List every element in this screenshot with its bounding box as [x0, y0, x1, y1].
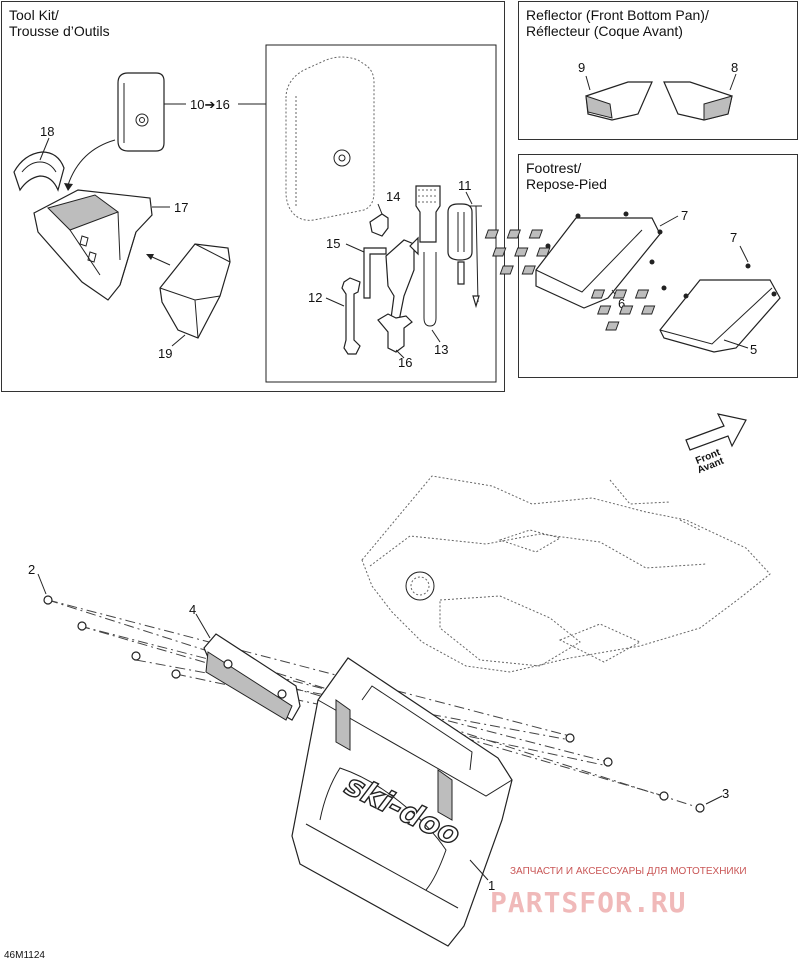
- callout-12: 12: [308, 290, 322, 305]
- tool-pouch-small: [117, 72, 165, 152]
- callout-7-lower: 7: [730, 230, 737, 245]
- bracket-part: [203, 633, 301, 721]
- callout-1: 1: [488, 878, 495, 893]
- watermark-brand: PARTSFOR.RU: [490, 886, 686, 919]
- screwdriver-part: [447, 203, 482, 309]
- callout-13: 13: [434, 342, 448, 357]
- footrest-left-part: [484, 211, 663, 309]
- multi-tool-part: [377, 313, 413, 353]
- snow-flap-part: ski-doo: [291, 657, 513, 947]
- open-wrench-part: [341, 277, 361, 355]
- fastener-washers: [565, 733, 705, 813]
- reflector-panel: Reflector (Front Bottom Pan)/ Réflecteur…: [518, 1, 798, 140]
- callout-10-16: 10➔16: [190, 97, 230, 112]
- callout-2: 2: [28, 562, 35, 577]
- callout-18: 18: [40, 124, 54, 139]
- callout-11: 11: [458, 178, 472, 193]
- tool-clip-part: [369, 213, 389, 237]
- assembly-arrow: [67, 139, 116, 186]
- holder-cover-part: [159, 243, 231, 339]
- figure-code: 46M1124: [4, 950, 45, 961]
- arrow-head-icon: [64, 183, 73, 191]
- callout-9: 9: [578, 60, 585, 75]
- front-bottom-pan: [361, 475, 771, 673]
- callout-7-upper: 7: [681, 208, 688, 223]
- socket-part: [415, 185, 441, 243]
- hex-key-part: [363, 247, 387, 299]
- callout-3: 3: [722, 786, 729, 801]
- fastener-rivets: [43, 595, 181, 679]
- tool-kit-title: Tool Kit/ Trousse d’Outils: [9, 7, 110, 39]
- spark-plug-tool-part: [385, 236, 419, 327]
- callout-8: 8: [731, 60, 738, 75]
- bent-rod-part: [423, 252, 437, 327]
- tool-pouch-large: [285, 56, 375, 221]
- strap-part: [13, 151, 65, 192]
- reflector-left-part: [585, 81, 653, 121]
- callout-6: 6: [618, 296, 625, 311]
- watermark-tagline: ЗАПЧАСТИ И АКСЕССУАРЫ ДЛЯ МОТОТЕХНИКИ: [510, 866, 747, 877]
- callout-19: 19: [158, 346, 172, 361]
- callout-15: 15: [326, 236, 340, 251]
- tool-holder-part: [33, 189, 153, 301]
- footrest-right-part: [590, 263, 781, 353]
- callout-17: 17: [174, 200, 188, 215]
- reflector-right-part: [663, 81, 733, 121]
- callout-16: 16: [398, 355, 412, 370]
- callout-5: 5: [750, 342, 757, 357]
- footrest-title: Footrest/ Repose-Pied: [526, 160, 607, 192]
- tool-contents-box: [265, 44, 497, 383]
- front-arrow-icon: Front Avant: [685, 413, 747, 476]
- callout-14: 14: [386, 189, 400, 204]
- reflector-title: Reflector (Front Bottom Pan)/ Réflecteur…: [526, 7, 709, 39]
- callout-4: 4: [189, 602, 196, 617]
